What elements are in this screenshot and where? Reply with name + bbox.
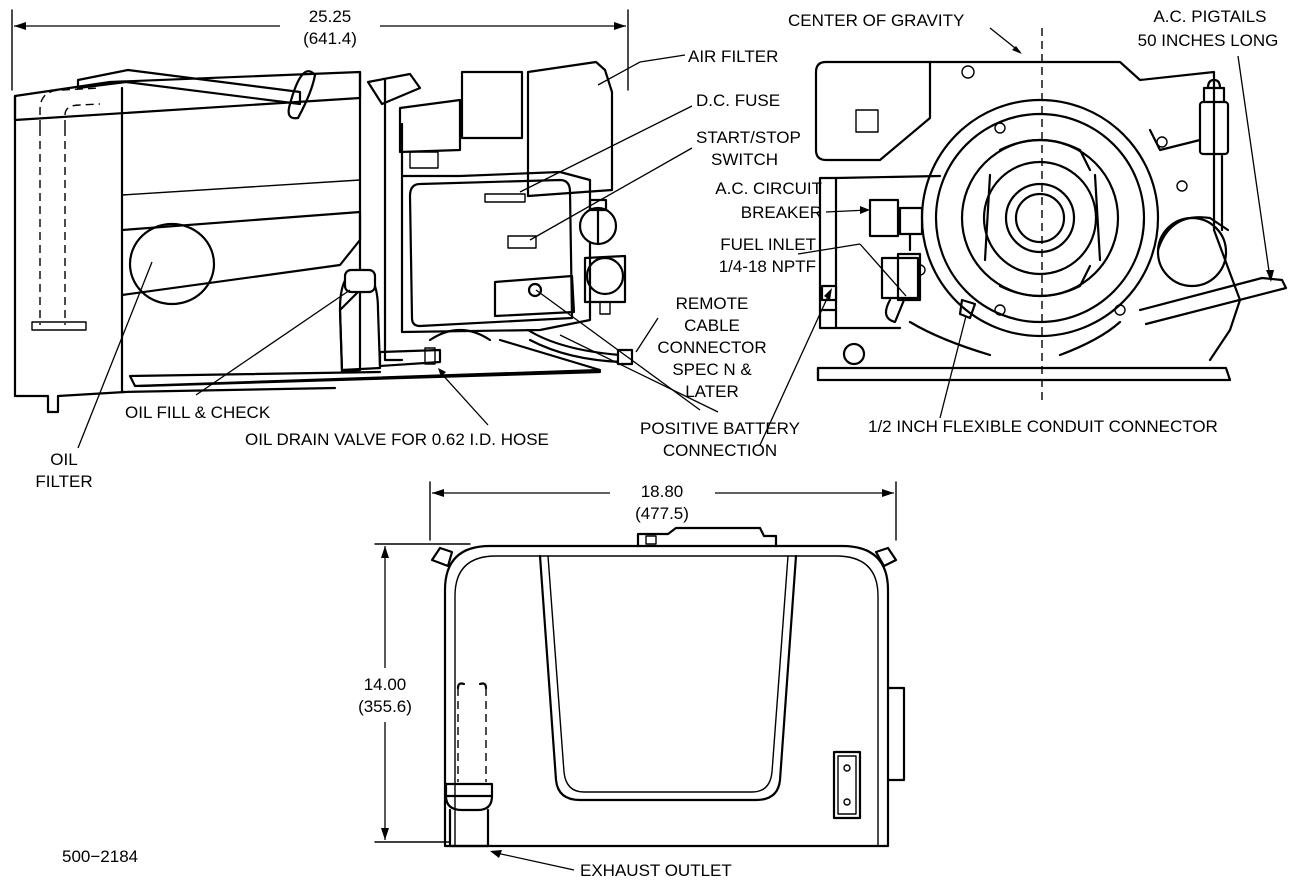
start-stop-label-1: START/STOP (696, 128, 801, 147)
oil-fill-label: OIL FILL & CHECK (125, 403, 271, 422)
length-value: 25.25 (309, 7, 352, 26)
battery-label-2: CONNECTION (663, 441, 777, 460)
air-filter-label: AIR FILTER (688, 47, 778, 66)
height-value: 14.00 (364, 675, 407, 694)
remote-label-4: SPEC N & (672, 360, 752, 379)
top-view-callouts: EXHAUST OUTLET 500−2184 (62, 847, 732, 880)
length-metric: (641.4) (303, 29, 357, 48)
pigtails-label-1: A.C. PIGTAILS (1153, 7, 1266, 26)
height-dimension: 14.00 (355.6) (358, 543, 471, 843)
dc-fuse-label: D.C. FUSE (696, 91, 780, 110)
remote-label-3: CONNECTOR (657, 338, 766, 357)
remote-label-2: CABLE (684, 316, 740, 335)
center-gravity-label: CENTER OF GRAVITY (788, 11, 964, 30)
pigtails-label-2: 50 INCHES LONG (1138, 31, 1279, 50)
width-metric: (477.5) (635, 504, 689, 523)
height-metric: (355.6) (358, 697, 412, 716)
battery-label-1: POSITIVE BATTERY (640, 419, 800, 438)
oil-filter-label-1: OIL (50, 450, 77, 469)
fuel-inlet-label-2: 1/4-18 NPTF (719, 257, 816, 276)
end-view-callouts: CENTER OF GRAVITY A.C. PIGTAILS 50 INCHE… (715, 7, 1279, 446)
remote-label-1: REMOTE (676, 294, 749, 313)
fuel-inlet-label-1: FUEL INLET (720, 235, 816, 254)
side-view: 25.25 (641.4) (11, 7, 634, 414)
oil-drain-label: OIL DRAIN VALVE FOR 0.62 I.D. HOSE (245, 430, 549, 449)
width-value: 18.80 (641, 482, 684, 501)
start-stop-label-2: SWITCH (711, 150, 778, 169)
ac-breaker-label-2: BREAKER (741, 203, 822, 222)
ac-breaker-label-1: A.C. CIRCUIT (715, 179, 822, 198)
side-view-callouts: AIR FILTER D.C. FUSE START/STOP SWITCH R… (35, 47, 801, 491)
conduit-label: 1/2 INCH FLEXIBLE CONDUIT CONNECTOR (868, 417, 1218, 436)
width-dimension: 18.80 (477.5) (429, 481, 897, 541)
top-view: 18.80 (477.5) 14.00 (355.6) (358, 481, 906, 848)
drawing-number: 500−2184 (62, 847, 138, 866)
remote-label-5: LATER (685, 382, 739, 401)
length-dimension: 25.25 (641.4) (11, 7, 629, 91)
oil-filter-label-2: FILTER (35, 472, 92, 491)
end-view (814, 28, 1288, 400)
exhaust-label: EXHAUST OUTLET (580, 861, 732, 880)
